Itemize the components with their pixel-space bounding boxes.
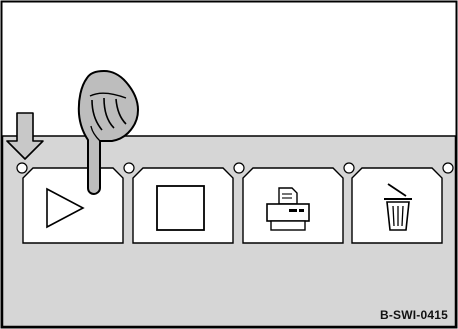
print-button[interactable] [243, 163, 354, 243]
delete-button[interactable] [352, 163, 453, 243]
stop-indicator-led [234, 163, 244, 173]
stop-button[interactable] [133, 163, 244, 243]
stop-square-icon [157, 186, 204, 230]
print-indicator-led [344, 163, 354, 173]
delete-indicator-led [443, 163, 453, 173]
play-indicator-led [17, 163, 27, 173]
figure-code-label: B-SWI-0415 [380, 308, 448, 322]
play-button[interactable] [17, 163, 134, 243]
play-right-led [124, 163, 134, 173]
